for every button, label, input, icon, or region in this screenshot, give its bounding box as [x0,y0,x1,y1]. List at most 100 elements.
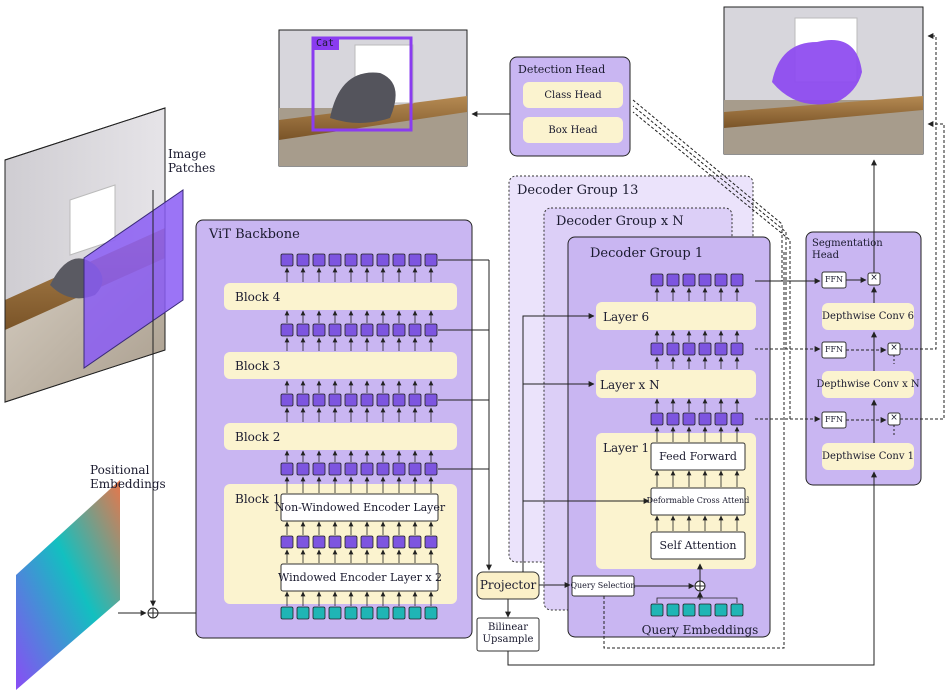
depthwise-conv-6-box [822,303,914,330]
vit-token [344,323,358,337]
cat-class-label: Cat [316,38,335,49]
projector-connectors [522,313,650,588]
decoder-token [682,412,696,426]
input-token [392,606,406,620]
decoder-token [666,273,680,287]
depthwise-conv-xn-box [822,371,914,398]
query-embeddings-label: Query Embeddings [641,623,759,637]
block1-label: Block 1 [235,492,281,506]
vit-token [392,462,406,476]
layer6-label: Layer 6 [603,310,650,324]
vit-token [360,253,374,267]
box-head-box [523,117,623,143]
vit-token [312,393,326,407]
decoder-token [698,412,712,426]
vit-token [328,393,342,407]
vit-token [376,323,390,337]
decoder-group-xn-title: Decoder Group x N [556,214,684,229]
box-head-label: Box Head [548,125,598,136]
segmentation-head-title: Segmentation Head [812,238,883,261]
vit-token [424,462,438,476]
class-head-box [523,82,623,108]
vit-token [408,535,422,549]
vit-token [312,462,326,476]
layer1-label: Layer 1 [603,441,650,455]
vit-token [424,323,438,337]
decoder-token [698,342,712,356]
block4-label: Block 4 [235,290,281,304]
query-selection-label: Query Selection [570,581,636,590]
backbone-connectors [438,259,492,571]
vit-token [360,462,374,476]
vit-token [296,393,310,407]
ffn-label-2: FFN [824,345,844,354]
vit-token [296,253,310,267]
query-selection-dashed [603,250,785,649]
decoder-token [730,412,744,426]
query-embedding-token [714,603,728,617]
decoder-token [666,412,680,426]
input-token [408,606,422,620]
vit-token [328,462,342,476]
non-windowed-label: Non-Windowed Encoder Layer [274,501,446,514]
mult-label-3: × [890,413,898,423]
vit-token [424,253,438,267]
vit-token [344,393,358,407]
vit-token [408,393,422,407]
decoder-token [714,412,728,426]
decoder-group-1-title: Decoder Group 1 [590,246,704,261]
vit-token [312,535,326,549]
vit-backbone-title: ViT Backbone [209,227,300,242]
vit-token [280,323,294,337]
input-token [328,606,342,620]
vit-token [360,393,374,407]
vit-token [328,253,342,267]
vit-token [344,253,358,267]
projector-label: Projector [479,578,537,592]
layer6-bar [596,302,756,330]
decoder-token [730,342,744,356]
query-embedding-token [650,603,664,617]
block2-label: Block 2 [235,430,281,444]
vit-token [376,535,390,549]
image-patches-label: Image Patches [168,147,216,175]
query-add-operator [694,580,706,592]
block4-bar [224,283,457,310]
vit-token [360,535,374,549]
input-token [424,606,438,620]
bilinear-upsample-label: Bilinear Upsample [482,622,534,645]
mult-label-2: × [890,343,898,353]
block3-bar [224,352,457,379]
vit-token [376,462,390,476]
input-token [312,606,326,620]
cat-segmentation-mask [772,40,862,105]
vit-token [280,393,294,407]
self-attention-box [650,531,746,560]
depthwise-conv-1-label: Depthwise Conv 1 [821,451,915,462]
vit-token [296,462,310,476]
vit-token [280,535,294,549]
vit-token [376,253,390,267]
positional-embeddings-label: Positional Embeddings [90,463,166,491]
windowed-label: Windowed Encoder Layer x 2 [277,571,443,584]
add-operator [147,607,159,619]
vit-token [296,535,310,549]
image-patches [83,189,184,369]
query-embedding-token [730,603,744,617]
decoder-token [698,273,712,287]
vit-token [376,393,390,407]
vit-token [408,323,422,337]
query-embedding-token [682,603,696,617]
query-embedding-token [698,603,712,617]
decoder-token [714,273,728,287]
vit-token [344,535,358,549]
layer-xn-label: Layer x N [600,378,660,392]
self-attention-label: Self Attention [659,539,737,552]
query-embedding-token [666,603,680,617]
decoder-token [650,412,664,426]
ffn-label-1: FFN [824,275,844,284]
decoder-token [682,342,696,356]
vit-token [280,462,294,476]
vit-token [392,393,406,407]
